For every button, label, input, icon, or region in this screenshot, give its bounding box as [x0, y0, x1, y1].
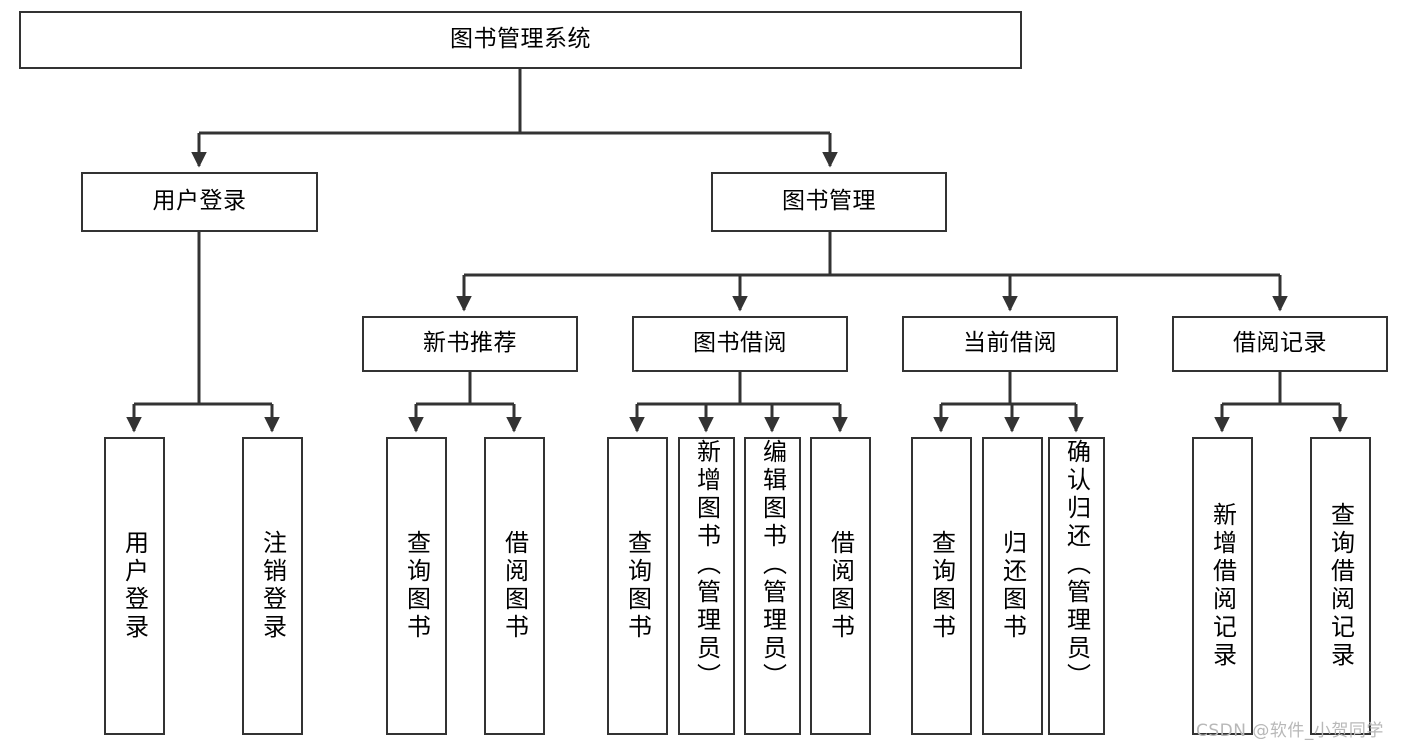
- node-book-borrow[interactable]: 图书借阅: [632, 316, 848, 372]
- node-leaf-edit-book-admin[interactable]: 编辑图书（管理员）: [744, 437, 801, 735]
- node-leaf-user-login[interactable]: 用户登录: [104, 437, 165, 735]
- node-leaf-confirm-return-admin[interactable]: 确认归还（管理员）: [1048, 437, 1105, 735]
- node-leaf-query-borrow-record[interactable]: 查询借阅记录: [1310, 437, 1371, 735]
- node-leaf-confirm-return-admin-label: 确认归还（管理员）: [1062, 439, 1091, 691]
- node-leaf-user-login-label: 用户登录: [120, 530, 149, 642]
- node-leaf-query-book-rec[interactable]: 查询图书: [386, 437, 447, 735]
- node-book-manage-label: 图书管理: [782, 188, 876, 215]
- node-current-borrow[interactable]: 当前借阅: [902, 316, 1118, 372]
- node-new-book-recommend-label: 新书推荐: [423, 330, 517, 357]
- node-leaf-borrow-book-rec-label: 借阅图书: [500, 530, 529, 642]
- node-current-borrow-label: 当前借阅: [963, 330, 1057, 357]
- node-leaf-logout-login-label: 注销登录: [258, 530, 287, 642]
- node-leaf-query-book-cur[interactable]: 查询图书: [911, 437, 972, 735]
- node-leaf-add-book-admin[interactable]: 新增图书（管理员）: [678, 437, 735, 735]
- node-leaf-borrow-book-rec[interactable]: 借阅图书: [484, 437, 545, 735]
- node-leaf-add-borrow-record-label: 新增借阅记录: [1208, 502, 1237, 670]
- node-leaf-query-book-borrow-label: 查询图书: [623, 530, 652, 642]
- node-root-label: 图书管理系统: [450, 26, 591, 53]
- node-leaf-logout-login[interactable]: 注销登录: [242, 437, 303, 735]
- watermark: CSDN @软件_小贺同学: [1196, 716, 1384, 741]
- node-leaf-query-book-rec-label: 查询图书: [402, 530, 431, 642]
- watermark-text: CSDN @软件_小贺同学: [1196, 721, 1384, 741]
- node-borrow-record-label: 借阅记录: [1233, 330, 1327, 357]
- node-leaf-add-book-admin-label: 新增图书（管理员）: [692, 439, 721, 691]
- node-leaf-return-book-label: 归还图书: [998, 530, 1027, 642]
- node-root[interactable]: 图书管理系统: [19, 11, 1022, 69]
- node-leaf-query-book-borrow[interactable]: 查询图书: [607, 437, 668, 735]
- node-user-login-label: 用户登录: [152, 188, 247, 215]
- node-book-manage[interactable]: 图书管理: [711, 172, 947, 232]
- node-leaf-query-borrow-record-label: 查询借阅记录: [1326, 502, 1355, 670]
- node-book-borrow-label: 图书借阅: [693, 330, 787, 357]
- node-leaf-query-book-cur-label: 查询图书: [927, 530, 956, 642]
- node-user-login[interactable]: 用户登录: [81, 172, 318, 232]
- node-leaf-return-book[interactable]: 归还图书: [982, 437, 1043, 735]
- node-borrow-record[interactable]: 借阅记录: [1172, 316, 1388, 372]
- node-leaf-add-borrow-record[interactable]: 新增借阅记录: [1192, 437, 1253, 735]
- node-leaf-borrow-book[interactable]: 借阅图书: [810, 437, 871, 735]
- node-leaf-borrow-book-label: 借阅图书: [826, 530, 855, 642]
- node-leaf-edit-book-admin-label: 编辑图书（管理员）: [758, 439, 787, 691]
- node-new-book-recommend[interactable]: 新书推荐: [362, 316, 578, 372]
